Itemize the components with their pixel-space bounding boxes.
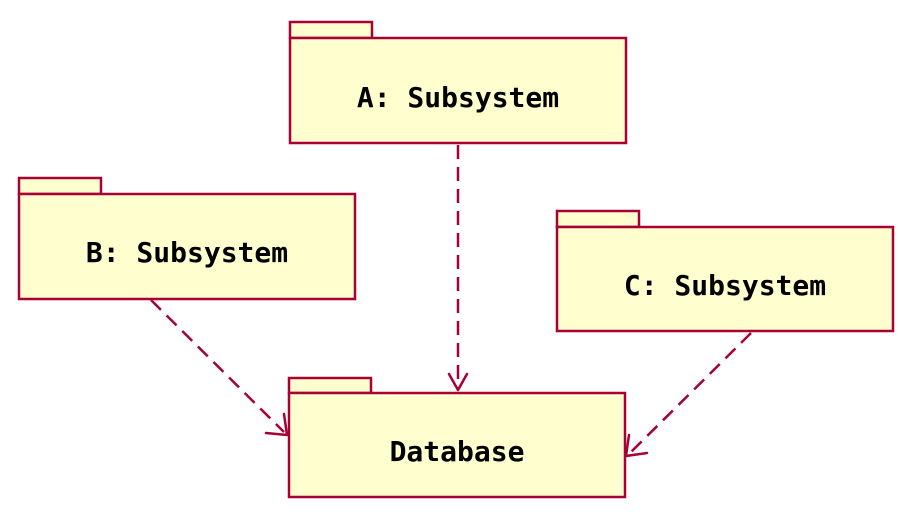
dependency-b-arrowhead <box>264 412 289 437</box>
package-c-tab <box>555 209 641 229</box>
package-c-body <box>555 225 895 333</box>
dependency-b-to-database[interactable] <box>150 299 289 437</box>
dependency-a-to-database[interactable] <box>447 145 469 392</box>
dependency-c-arrowhead <box>624 433 649 458</box>
package-c[interactable]: C: Subsystem <box>555 209 895 333</box>
dependency-c-line <box>629 332 752 454</box>
dependency-c-to-database[interactable] <box>624 332 752 458</box>
package-database-label: Database <box>390 435 525 468</box>
package-database-tab <box>287 376 373 395</box>
package-c-label: C: Subsystem <box>624 269 826 302</box>
package-database[interactable]: Database <box>287 376 627 499</box>
package-b[interactable]: B: Subsystem <box>17 176 357 301</box>
package-database-body <box>287 391 627 499</box>
package-a[interactable]: A: Subsystem <box>288 20 628 145</box>
package-b-label: B: Subsystem <box>86 236 288 269</box>
package-b-tab <box>17 176 103 196</box>
dependency-b-line <box>150 299 285 433</box>
package-a-tab <box>288 20 374 40</box>
dependency-a-arrowhead <box>447 372 469 392</box>
package-a-label: A: Subsystem <box>357 81 559 114</box>
package-a-body <box>288 36 628 145</box>
package-b-body <box>17 192 357 301</box>
